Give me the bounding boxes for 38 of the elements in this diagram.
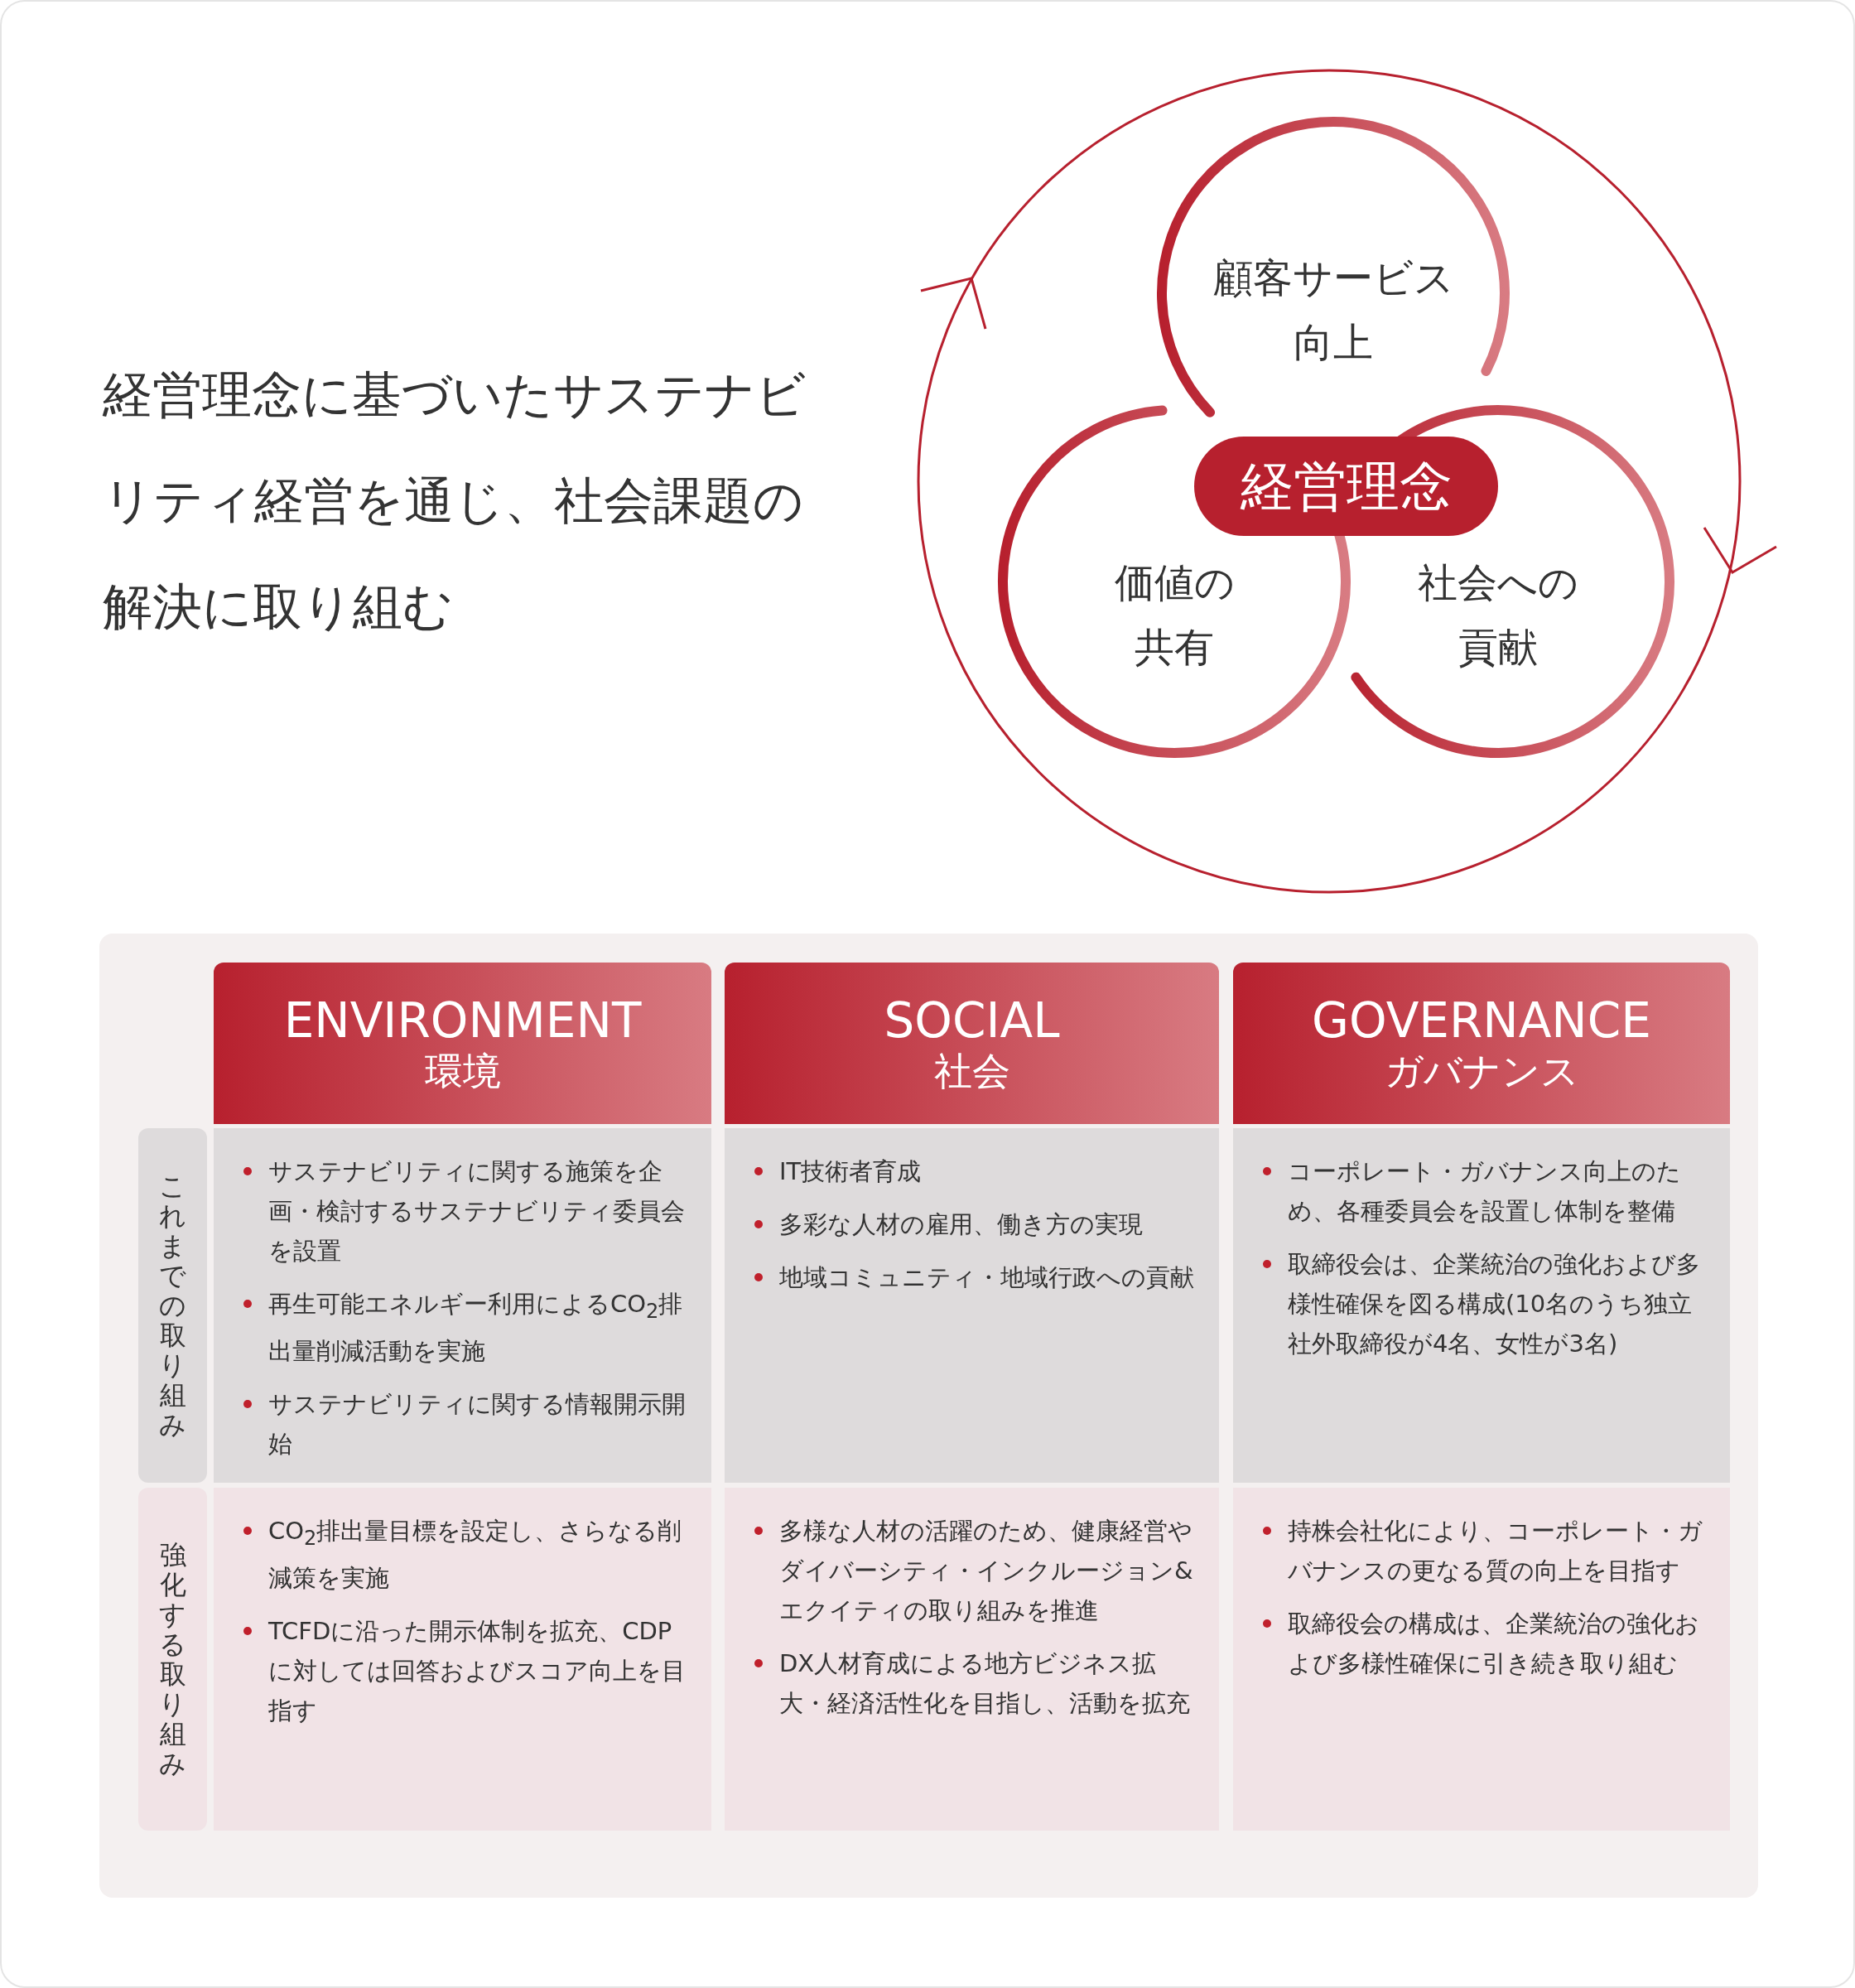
column-header	[214, 963, 711, 1124]
table-cell	[214, 1128, 711, 1483]
bullet-text: 多様な人材の活躍のため、健康経営やダイバーシティ・インクルージョン&エクイティの取り組みを推進	[779, 1516, 1194, 1626]
bullet-text: DX人材育成による地方ビジネス拡大・経済活性化を目指し、活動を拡充	[779, 1648, 1191, 1719]
bullet-text: 取締役会の構成は、企業統治の強化および多様性確保に引き続き取り組む	[1288, 1609, 1700, 1679]
circle-label: 顧客サービス向上	[1212, 253, 1455, 367]
header-title: GOVERNANCE	[1312, 992, 1651, 1048]
bullet-text: 地域コミュニティ・地域行政への貢献	[779, 1262, 1194, 1293]
header-subtitle: 環境	[424, 1047, 501, 1094]
heading: 経営理念に基づいたサステナビリティ経営を通じ、社会課題の解決に取り組む	[103, 364, 807, 637]
circle-label: 社会への貢献	[1417, 558, 1579, 672]
bullet-text: TCFDに沿った開示体制を拡充、CDPに対しては回答およびスコア向上を目指す	[268, 1615, 687, 1726]
header-title: SOCIAL	[884, 992, 1060, 1048]
badge-text: 経営理念	[1240, 454, 1453, 519]
cycle-circle	[917, 69, 1742, 894]
column-header	[725, 963, 1219, 1124]
bullet-text: CO$_{2}$排出量目標を設定し、さらなる削減策を実施	[268, 1516, 683, 1594]
row-header-text: これまでの取り組み	[158, 1171, 187, 1440]
table-cell	[1233, 1488, 1730, 1831]
header-title: ENVIRONMENT	[283, 992, 642, 1048]
bullet-text: 持株会社化により、コーポレート・ガバナンスの更なる質の向上を目指す	[1288, 1516, 1703, 1586]
table-cell	[725, 1488, 1219, 1831]
table-cell	[214, 1488, 711, 1831]
bullet-text: IT技術者育成	[779, 1156, 923, 1187]
column-header	[1233, 963, 1730, 1124]
bullet-text: 多彩な人材の雇用、働き方の実現	[779, 1209, 1144, 1240]
table-background	[99, 934, 1758, 1898]
bullet-text: 取締役会は、企業統治の強化および多様性確保を図る構成(10名のうち独立社外取締役が4名、女性が3名)	[1288, 1249, 1701, 1359]
bullet-text: 再生可能エネルギー利用によるCO$_{2}$排出量削減活動を実施	[268, 1289, 684, 1367]
bullet-text: サステナビリティに関する情報開示開始	[268, 1388, 687, 1460]
header-subtitle: 社会	[933, 1047, 1010, 1094]
bullet-text: コーポレート・ガバナンス向上のため、各種委員会を設置し体制を整備	[1288, 1156, 1682, 1227]
row-header-text: 強化する取り組み	[158, 1540, 187, 1778]
header-subtitle: ガバナンス	[1384, 1047, 1579, 1094]
table-cell	[725, 1128, 1219, 1483]
bullet-text: サステナビリティに関する施策を企画・検討するサステナビリティ委員会を設置	[268, 1156, 686, 1267]
circle-label: 価値の共有	[1113, 558, 1236, 672]
table-cell	[1233, 1128, 1730, 1483]
